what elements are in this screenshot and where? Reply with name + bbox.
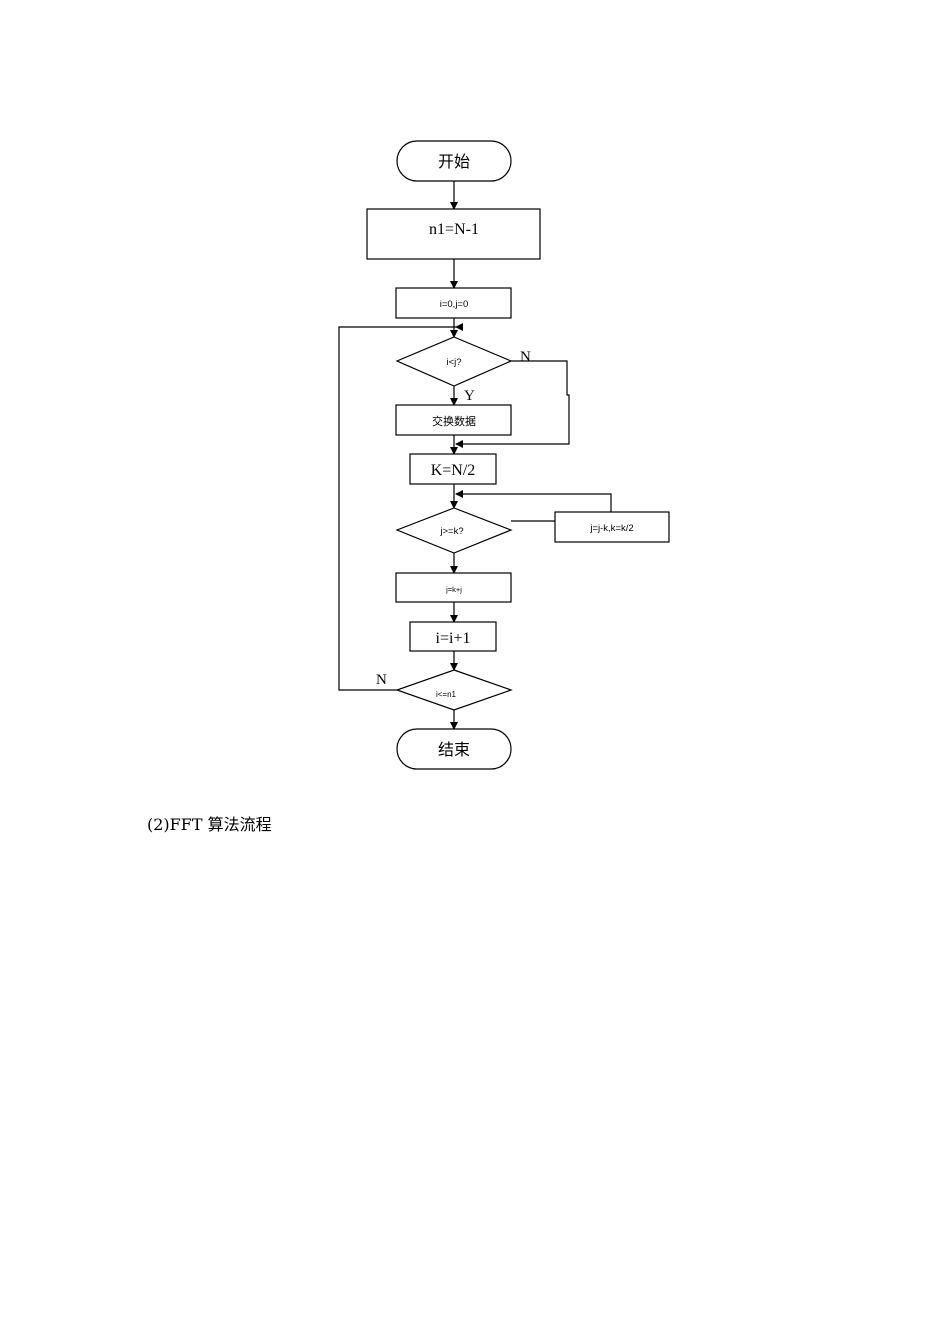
node-update-jk: j=j-k,k=k/2	[554, 511, 670, 543]
node-init-n1-label: n1=N-1	[429, 221, 479, 238]
node-cond-j-ge-k-label: j>=k?	[439, 526, 463, 537]
figure-caption: (2)FFT 算法流程	[147, 815, 272, 834]
node-set-k: K=N/2	[409, 453, 497, 485]
label-no-bottom: N	[376, 672, 387, 688]
node-cond-j-ge-k: j>=k?	[395, 507, 513, 554]
node-start: 开始	[396, 140, 512, 182]
edge-cond-no-bypass	[456, 360, 570, 445]
label-yes: Y	[464, 388, 475, 404]
edge-update-loop	[456, 493, 612, 512]
label-no-top: N	[520, 349, 531, 365]
node-swap: 交换数据	[395, 404, 512, 436]
node-set-k-label: K=N/2	[431, 462, 476, 479]
node-cond-loop: i<=n1	[395, 669, 513, 711]
node-init-ij-label: i=0,j=0	[440, 299, 469, 310]
node-end-label: 结束	[438, 740, 470, 759]
node-init-n1: n1=N-1	[366, 208, 541, 260]
node-end: 结束	[396, 728, 512, 770]
node-j-plus: j=k+j	[395, 572, 512, 603]
node-i-inc-label: i=i+1	[436, 630, 471, 647]
fft-flowchart: 开始 n1=N-1 i=0,j=0 i<j? N Y 交换数据 K=N/2 j>…	[338, 140, 670, 770]
node-cond-loop-label: i<=n1	[436, 690, 457, 699]
node-swap-label: 交换数据	[432, 414, 476, 428]
edge-loop-back	[338, 326, 456, 691]
node-j-plus-label: j=k+j	[445, 585, 462, 594]
node-i-inc: i=i+1	[409, 621, 497, 652]
edges	[338, 181, 612, 730]
node-update-jk-label: j=j-k,k=k/2	[589, 523, 633, 534]
node-init-ij: i=0,j=0	[395, 287, 512, 319]
node-start-label: 开始	[438, 152, 470, 171]
node-cond-i-lt-j-label: i<j?	[446, 357, 461, 368]
node-cond-i-lt-j: i<j?	[395, 336, 513, 387]
